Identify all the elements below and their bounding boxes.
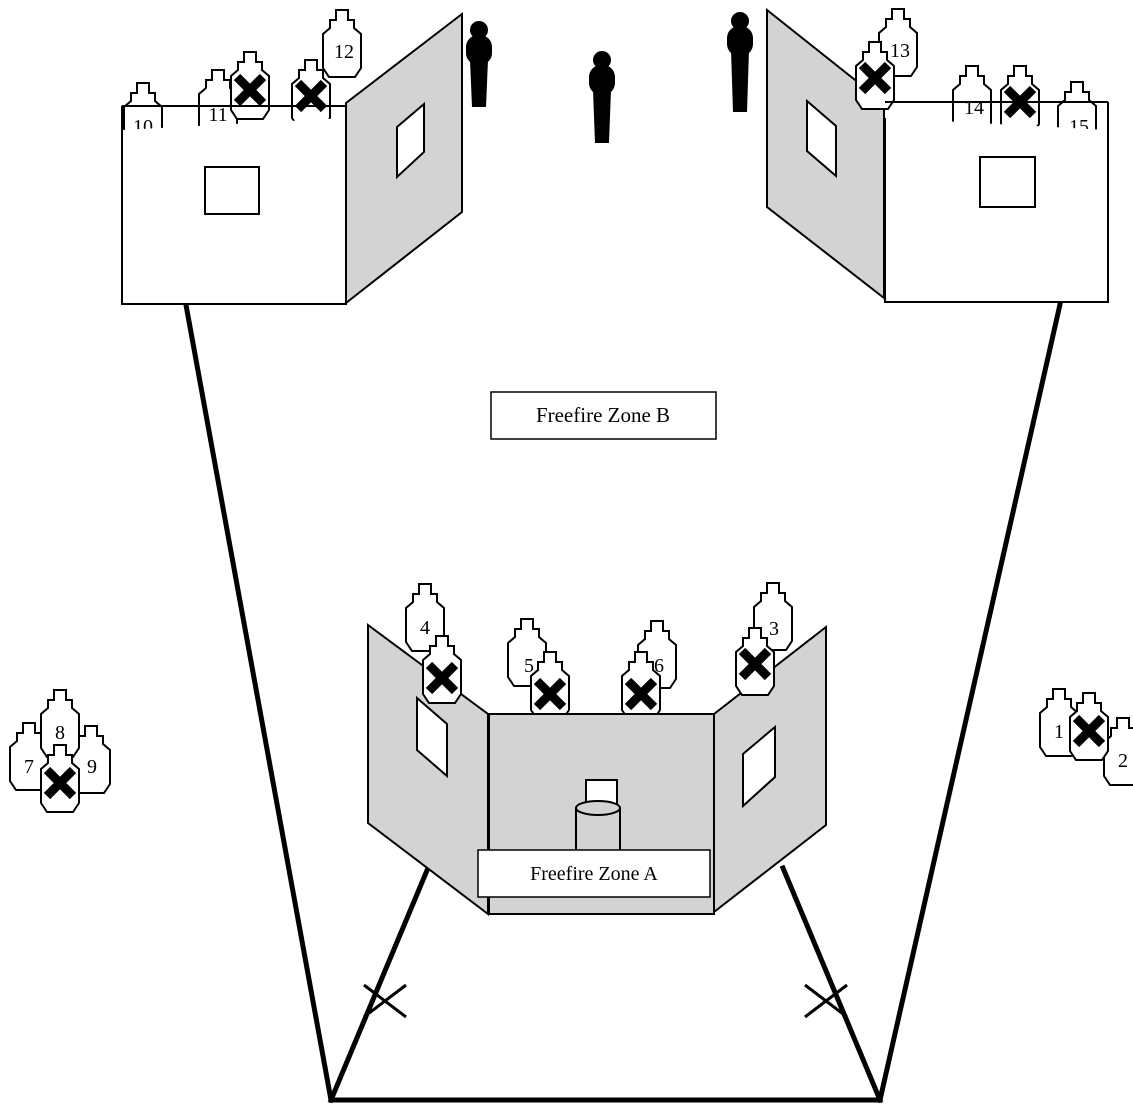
shoot-target-icon: 9 — [71, 725, 111, 794]
upper-left-structure — [345, 11, 463, 306]
targets-layer: 4 5 6 3 — [405, 582, 793, 720]
right-target-cluster: 1 2 — [1039, 688, 1133, 786]
right-fault-line — [779, 864, 884, 1104]
upper-right-front-wall-body — [884, 118, 1109, 303]
zone-b-label-box: Freefire Zone B — [490, 391, 717, 440]
shoot-target-icon: 8 — [40, 689, 80, 758]
cross-marker-icon — [804, 983, 848, 1019]
target-number-9: 9 — [87, 756, 97, 778]
shoot-target-icon: 6 — [637, 620, 677, 689]
shoot-target-icon: 13 — [878, 8, 918, 77]
upper-right-window — [806, 98, 837, 179]
shooter-silhouette-icon — [727, 12, 753, 112]
upper-left-front-window — [204, 166, 260, 215]
target-number-1: 1 — [1054, 721, 1064, 743]
left-target-cluster: 7 9 8 — [9, 689, 111, 813]
shoot-target-icon: 3 — [753, 582, 793, 651]
target-number-4: 4 — [420, 617, 430, 639]
left-fault-line — [327, 864, 432, 1104]
shoot-target-icon: 11 — [198, 69, 238, 138]
zone-a-label-box: Freefire Zone A — [477, 849, 711, 898]
shoot-target-icon: 7 — [9, 722, 49, 791]
no-shoot-target-icon — [1000, 65, 1040, 134]
upper-left-front-group — [121, 105, 347, 305]
target-number-6: 6 — [654, 655, 664, 677]
target-number-13: 13 — [890, 40, 910, 62]
shoot-target-icon: 12 — [322, 9, 362, 78]
upper-right-front-group — [884, 101, 1109, 303]
zone-b-label: Freefire Zone B — [536, 403, 670, 427]
target-number-14: 14 — [964, 97, 984, 119]
shoot-target-icon: 2 — [1103, 717, 1133, 786]
upper-left-window — [396, 101, 425, 180]
target-number-5: 5 — [524, 655, 534, 677]
fault-line-markers — [363, 983, 848, 1019]
cross-marker-icon — [363, 983, 407, 1019]
no-shoot-target-icon — [230, 51, 270, 120]
center-left-window — [416, 695, 448, 779]
shooter-silhouette-icon — [589, 51, 615, 143]
zone-a-label: Freefire Zone A — [530, 863, 658, 885]
shoot-target-icon: 1 — [1039, 688, 1079, 757]
target-number-7: 7 — [24, 756, 34, 778]
center-right-window — [742, 724, 776, 809]
shooter-silhouette-icon — [466, 21, 492, 107]
shooter-silhouettes — [466, 12, 753, 143]
range-boundary — [183, 297, 1064, 1104]
right-boundary-line — [877, 297, 1064, 1103]
upper-right-front-window — [979, 156, 1036, 208]
target-number-12: 12 — [334, 41, 354, 63]
target-number-3: 3 — [769, 618, 779, 640]
target-number-8: 8 — [55, 722, 65, 744]
shoot-target-icon: 5 — [507, 618, 547, 687]
shoot-target-icon: 4 — [405, 583, 445, 652]
left-boundary-line — [183, 302, 334, 1103]
no-shoot-target-icon — [1069, 692, 1109, 761]
target-number-11: 11 — [208, 104, 227, 126]
target-number-2: 2 — [1118, 750, 1128, 772]
